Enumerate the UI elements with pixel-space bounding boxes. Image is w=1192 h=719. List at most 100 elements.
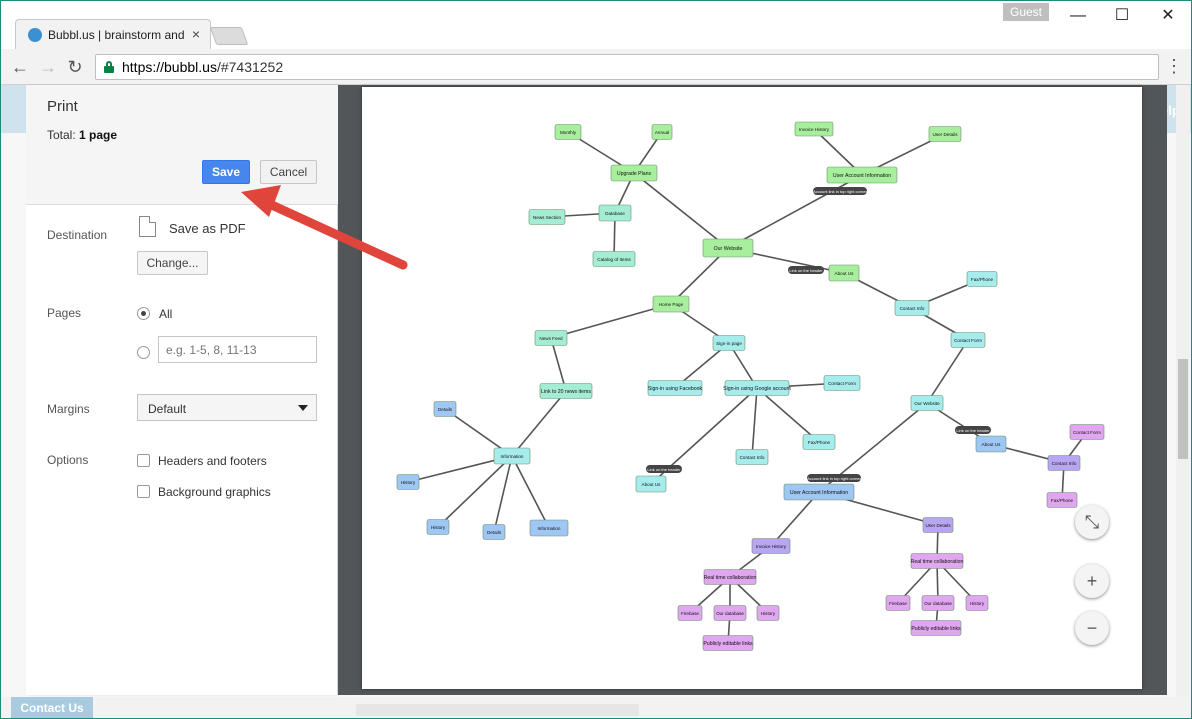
mind-map-node-label: User Account Information <box>833 173 891 179</box>
bubbl-favicon-icon <box>28 28 42 42</box>
mind-map-node <box>826 166 898 184</box>
mind-map-node-label: Publicly editable links <box>703 641 753 647</box>
forward-arrow-icon[interactable]: → <box>39 57 57 77</box>
mind-map-node <box>539 383 593 399</box>
mind-map-node <box>702 238 754 258</box>
back-arrow-icon[interactable]: ← <box>11 57 29 77</box>
vertical-scrollbar[interactable] <box>1176 85 1190 697</box>
maximize-icon[interactable]: ☐ <box>1114 7 1130 24</box>
minimize-icon[interactable]: — <box>1070 7 1086 24</box>
mind-map-node-label: Monthly <box>560 130 577 135</box>
connector-label: Link on the header <box>789 268 823 273</box>
pages-all-label: All <box>159 307 173 321</box>
lock-icon <box>104 61 114 73</box>
mind-map-node-label: History <box>761 611 776 616</box>
mind-map-node <box>966 271 998 287</box>
guest-profile-badge[interactable]: Guest <box>1003 3 1049 21</box>
mind-map-node <box>1046 492 1078 508</box>
mind-map-node-label: Information <box>538 526 561 531</box>
mind-map-node-label: Our database <box>924 601 952 606</box>
horizontal-scrollbar[interactable] <box>356 704 639 716</box>
mind-map-node <box>735 449 769 465</box>
mind-map-node <box>592 251 636 267</box>
change-destination-button[interactable]: Change... <box>137 251 208 275</box>
mind-map-node <box>1069 424 1105 440</box>
pages-custom-radio[interactable] <box>137 346 150 359</box>
pages-all-radio[interactable] <box>137 307 150 320</box>
mind-map-node-label: News Feed <box>539 336 563 341</box>
mind-map-node-label: Invoice History <box>799 127 830 132</box>
margins-select[interactable]: Default <box>137 394 317 421</box>
mind-map-connector <box>751 387 758 458</box>
mind-map-node <box>885 595 911 611</box>
close-window-icon[interactable]: ✕ <box>1161 7 1175 24</box>
mind-map-node <box>702 635 754 651</box>
mind-map-node <box>910 395 944 411</box>
mind-map-node <box>724 380 790 396</box>
connector-label: Link on the header <box>956 428 990 433</box>
destination-value: Save as PDF <box>169 221 246 236</box>
mind-map-node <box>1047 455 1081 471</box>
browser-menu-icon[interactable]: ⋮ <box>1165 56 1183 76</box>
new-tab-button[interactable] <box>209 27 249 45</box>
mind-map-node-label: Contact Form <box>828 381 856 386</box>
destination-label: Destination <box>47 228 108 242</box>
mind-map-node-label: About Us <box>982 442 1002 447</box>
mind-map-node <box>677 605 703 621</box>
mind-map-node-label: Contact Info <box>900 306 925 311</box>
mind-map-node-label: Sign-in page <box>716 341 742 346</box>
mind-map-node-label: News Section <box>533 215 562 220</box>
close-tab-icon[interactable]: × <box>191 26 200 42</box>
contact-us-button[interactable]: Contact Us <box>11 697 93 718</box>
url-text: https://bubbl.us/#7431252 <box>122 59 284 75</box>
zoom-in-button[interactable]: + <box>1075 564 1109 598</box>
headers-footers-checkbox[interactable] <box>137 454 150 467</box>
mind-map-node <box>482 524 506 540</box>
reload-icon[interactable]: ↻ <box>67 57 83 77</box>
browser-toolbar: ← → ↻ https://bubbl.us/#7431252 ⋮ <box>1 49 1191 85</box>
mind-map-node <box>529 519 569 537</box>
mind-map-node <box>910 553 964 569</box>
connector-label: Account link in top right corner <box>813 189 867 194</box>
mind-map-node <box>802 434 836 450</box>
cancel-button[interactable]: Cancel <box>260 160 317 184</box>
mind-map-connector <box>437 455 513 528</box>
zoom-out-button[interactable]: − <box>1075 611 1109 645</box>
headers-footers-label: Headers and footers <box>158 454 267 468</box>
mind-map-connector <box>511 390 567 457</box>
mind-map-node <box>823 375 861 391</box>
address-bar[interactable]: https://bubbl.us/#7431252 <box>95 54 1159 80</box>
margins-label: Margins <box>47 402 90 416</box>
mind-map-node-label: User Details <box>925 523 951 528</box>
mind-map-node <box>598 204 632 222</box>
mind-map-node <box>493 447 531 465</box>
background-graphics-checkbox[interactable] <box>137 485 150 498</box>
mind-map-node <box>610 164 658 182</box>
mind-map-node-label: Annual <box>655 130 669 135</box>
browser-tab[interactable]: Bubbl.us | brainstorm and × <box>15 19 211 49</box>
mind-map-connector <box>926 339 969 404</box>
connector-label-badge <box>807 474 861 482</box>
fit-screen-icon[interactable]: ⤡ <box>1075 505 1109 539</box>
tab-title: Bubbl.us | brainstorm and <box>48 28 184 42</box>
mind-map-node-label: Our Website <box>714 246 743 252</box>
mind-map-node-label: History <box>431 525 446 530</box>
mind-map-node <box>783 483 855 501</box>
scrollbar-thumb[interactable] <box>1178 359 1188 459</box>
pages-range-input[interactable] <box>158 336 317 363</box>
connector-label: Account link in top right corner <box>807 476 861 481</box>
save-button[interactable]: Save <box>202 160 250 184</box>
mind-map-node <box>975 435 1007 453</box>
mind-map-node-label: Information <box>501 454 524 459</box>
connector-label-badge <box>646 465 682 473</box>
connector-label-badge <box>813 187 867 195</box>
dropdown-arrow-icon <box>298 405 308 411</box>
pages-label: Pages <box>47 306 82 320</box>
mind-map-node <box>712 335 746 351</box>
mind-map-node-label: Fax/Phone <box>1051 498 1074 503</box>
mind-map-node-label: Our database <box>716 611 744 616</box>
pdf-document-icon <box>139 216 156 237</box>
mind-map-node <box>433 401 457 417</box>
